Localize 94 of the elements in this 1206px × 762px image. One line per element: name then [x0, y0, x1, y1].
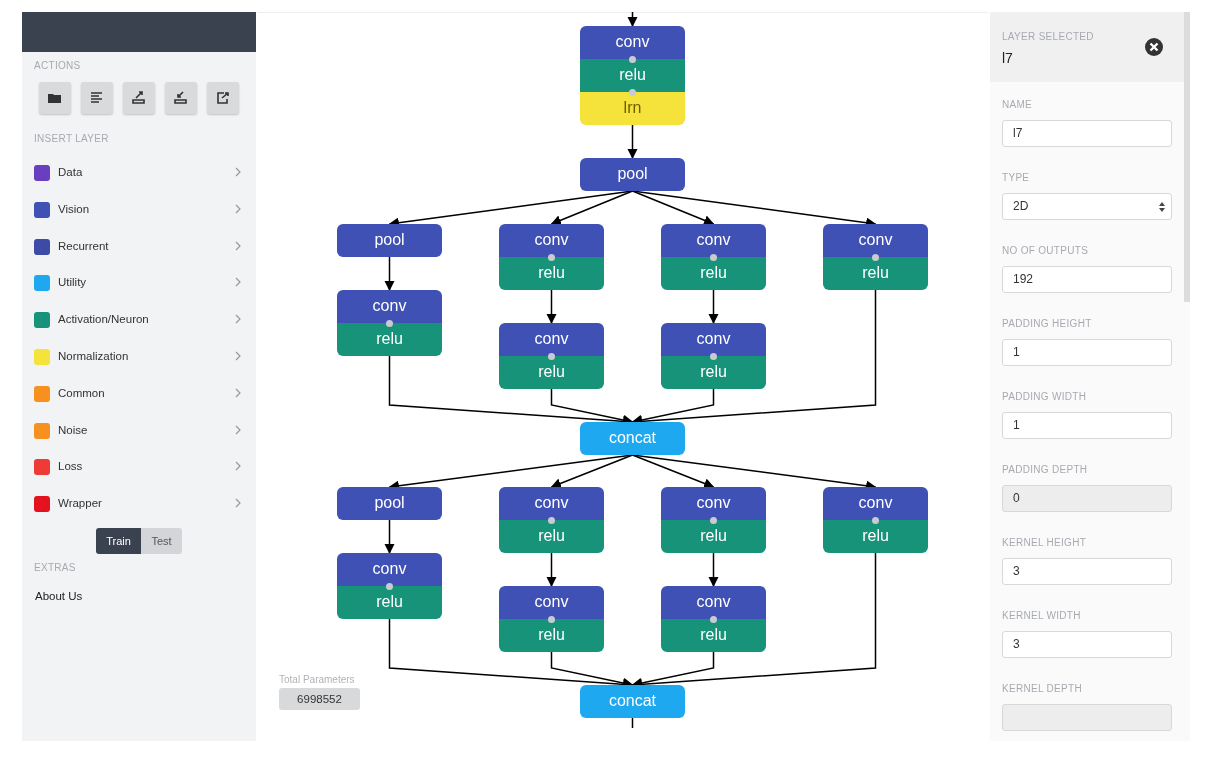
field-label: PADDING WIDTH [1002, 391, 1087, 402]
category-label: Utility [58, 276, 87, 289]
layer-label: relu [661, 520, 766, 553]
arrow [627, 11, 638, 28]
layer-label: pool [580, 158, 685, 191]
train-tab: Train [96, 528, 141, 554]
layer-block [499, 487, 604, 553]
input-field: 1 [1002, 412, 1172, 439]
layer-label: relu [823, 520, 928, 553]
layer-label: relu [661, 257, 766, 290]
category-label: Vision [58, 202, 90, 215]
layer-block [661, 586, 766, 652]
layer-block [499, 586, 604, 652]
arrow [708, 552, 719, 588]
arrow [546, 289, 557, 325]
section-heading: INSERT LAYER [34, 133, 109, 144]
field-label: NAME [1002, 99, 1033, 110]
category-label: Wrapper [58, 497, 102, 510]
field-label: KERNEL DEPTH [1002, 683, 1082, 694]
layer-label: conv [499, 487, 604, 520]
layer-label: pool [337, 224, 442, 257]
layer-block [823, 224, 928, 290]
input-field: 3 [1002, 558, 1172, 585]
arrow [384, 519, 395, 555]
layer-label: conv [661, 224, 766, 257]
field-label: KERNEL WIDTH [1002, 610, 1081, 621]
field-label: NO OF OUTPUTS [1002, 245, 1089, 256]
layer-block [337, 290, 442, 356]
layer-block [661, 323, 766, 389]
arrow [631, 190, 715, 226]
field-label: KERNEL HEIGHT [1002, 537, 1087, 548]
parameter-count: 6998552 [279, 688, 360, 710]
layer-label: relu [337, 323, 442, 356]
arrow [708, 289, 719, 325]
about-link: About Us [35, 590, 83, 602]
layer-label: relu [499, 619, 604, 652]
layer-label: concat [580, 685, 685, 718]
category-label: Activation/Neuron [58, 313, 149, 326]
layer-label: relu [499, 257, 604, 290]
layer-label: conv [337, 553, 442, 586]
layer-label: conv [823, 487, 928, 520]
arrow [550, 190, 634, 226]
layer-block [580, 26, 685, 125]
category-label: Loss [58, 460, 83, 473]
layer-label: relu [337, 586, 442, 619]
parameters-caption: Total Parameters [279, 674, 355, 685]
layer-label: relu [661, 619, 766, 652]
layer-label: lrn [580, 92, 685, 125]
arrow [550, 454, 634, 489]
layer-label: conv [337, 290, 442, 323]
category-label: Common [58, 386, 105, 399]
layer-block [823, 487, 928, 553]
panel-heading: LAYER SELECTED [1002, 31, 1094, 42]
input-field: l7 [1002, 120, 1172, 147]
input-field: 1 [1002, 339, 1172, 366]
layer-label: relu [499, 356, 604, 389]
layer-block [499, 323, 604, 389]
layer-label: relu [499, 520, 604, 553]
field-label: PADDING HEIGHT [1002, 318, 1092, 329]
layer-label: relu [661, 356, 766, 389]
layer-block [661, 224, 766, 290]
arrow [384, 256, 395, 292]
selected-value: 2D [1013, 199, 1029, 213]
layer-label: conv [661, 586, 766, 619]
arrow [627, 124, 638, 160]
arrow [631, 454, 715, 489]
layer-label: relu [580, 59, 685, 92]
layer-block [337, 553, 442, 619]
arrow [546, 552, 557, 588]
input-field: 0 [1002, 485, 1172, 512]
field-label: PADDING DEPTH [1002, 464, 1088, 475]
test-tab: Test [141, 528, 182, 554]
category-label: Recurrent [58, 239, 109, 252]
layer-label: conv [499, 586, 604, 619]
layer-block [661, 487, 766, 553]
category-label: Noise [58, 423, 88, 436]
field-label: TYPE [1002, 172, 1030, 183]
layer-label: conv [499, 323, 604, 356]
layer-label: conv [499, 224, 604, 257]
layer-label: conv [580, 26, 685, 59]
section-heading: EXTRAS [34, 562, 76, 573]
layer-label: relu [823, 257, 928, 290]
layer-label: concat [580, 422, 685, 455]
layer-label: pool [337, 487, 442, 520]
layer-block [499, 224, 604, 290]
layer-label: conv [823, 224, 928, 257]
layer-label: conv [661, 323, 766, 356]
selected-layer-name: l7 [1002, 50, 1013, 66]
layer-label: conv [661, 487, 766, 520]
input-field: 3 [1002, 631, 1172, 658]
section-heading: ACTIONS [34, 60, 81, 71]
input-field: 192 [1002, 266, 1172, 293]
category-label: Normalization [58, 350, 129, 362]
category-label: Data [58, 166, 83, 178]
